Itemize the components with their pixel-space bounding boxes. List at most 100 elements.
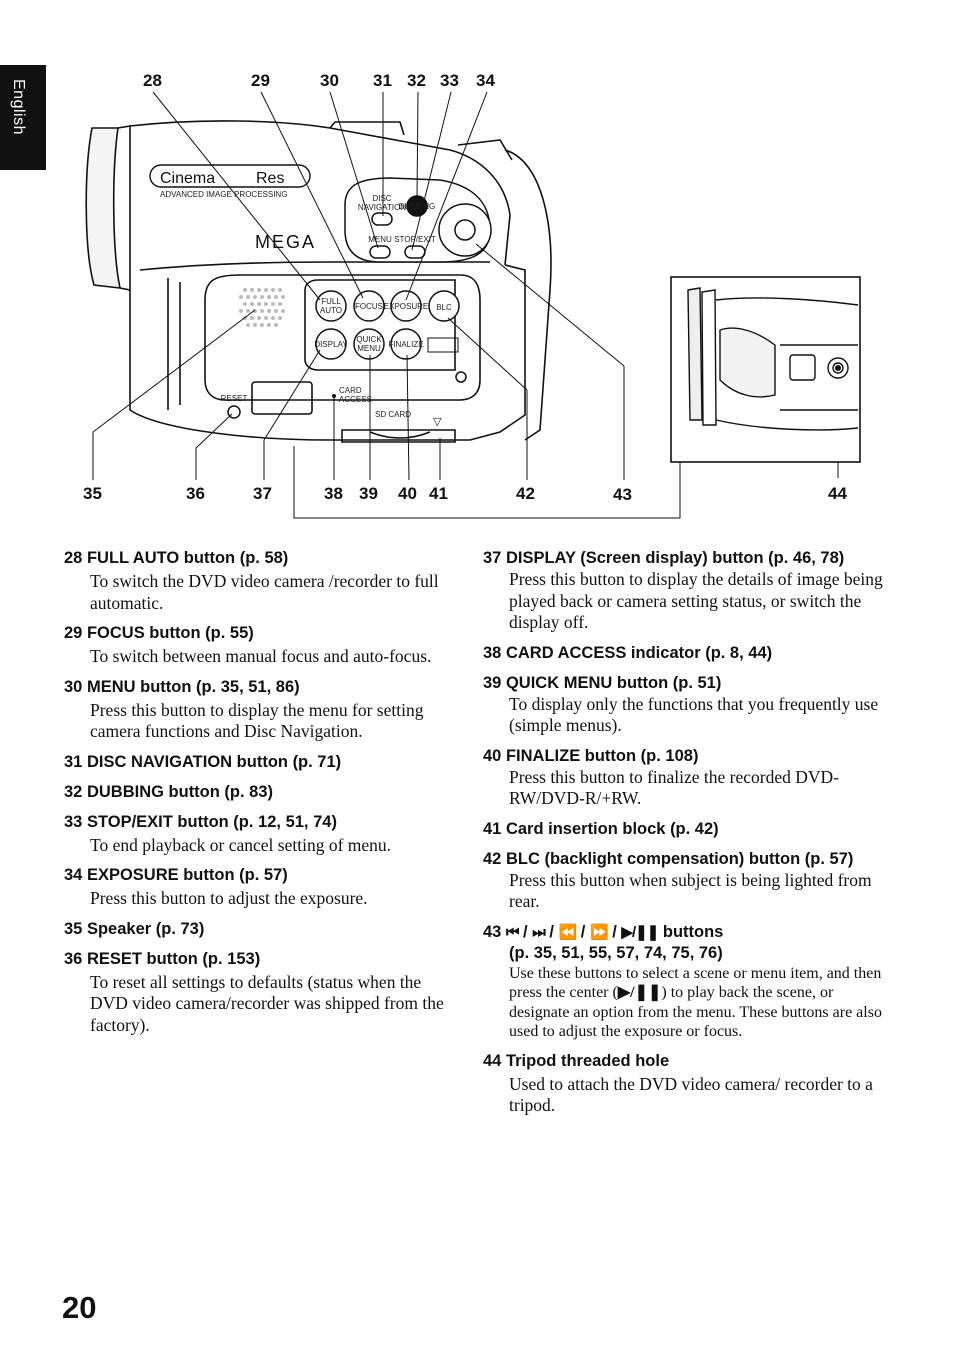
item-35: 35 Speaker (p. 73)	[64, 919, 205, 938]
indicator-dot	[455, 371, 467, 383]
joystick-center[interactable]	[454, 219, 476, 241]
item-34: 34 EXPOSURE button (p. 57) Press this bu…	[64, 865, 454, 910]
item-39-desc: To display only the functions that you f…	[509, 693, 879, 736]
brand-cinema: Cinema	[160, 170, 215, 187]
item-42-title: BLC (backlight compensation) button (p. …	[505, 849, 854, 868]
play-pause-icon: ▶/❚❚	[617, 984, 662, 1001]
callout-41: 41	[429, 484, 448, 503]
item-33-desc: To end playback or cancel setting of men…	[90, 834, 392, 855]
label-full: FULL	[321, 297, 341, 306]
callout-28: 28	[143, 71, 162, 90]
item-41-title: Card insertion block (p. 42)	[505, 819, 719, 838]
item-44-title: Tripod threaded hole	[505, 1051, 670, 1070]
item-37-title: DISPLAY (Screen display) button (p. 46, …	[505, 549, 845, 567]
item-43-pages: (p. 35, 51, 55, 57, 74, 75, 76)	[509, 943, 723, 962]
disc-navigation-button[interactable]	[371, 212, 393, 226]
right-column: 37 DISPLAY (Screen display) button (p. 4…	[483, 548, 883, 1126]
callout-39: 39	[359, 484, 378, 503]
item-29: 29 FOCUS button (p. 55) To switch betwee…	[64, 623, 454, 668]
callout-38: 38	[324, 484, 343, 503]
label-disc: DISC	[372, 194, 391, 203]
label-menu-top: MENU	[368, 235, 392, 244]
item-34-desc: Press this button to adjust the exposure…	[90, 888, 368, 908]
label-menu: MENU	[357, 344, 381, 353]
item-33-title: STOP/EXIT button (p. 12, 51, 74)	[86, 812, 337, 831]
page-number: 20	[62, 1290, 97, 1325]
focus-button[interactable]	[353, 290, 385, 322]
item-38: 38 CARD ACCESS indicator (p. 8, 44)	[483, 643, 773, 662]
callout-33: 33	[440, 71, 459, 90]
callout-29: 29	[251, 71, 270, 90]
label-dubbing: DUBBING	[399, 202, 435, 211]
item-35-title: Speaker (p. 73)	[86, 919, 205, 938]
item-39-title: QUICK MENU button (p. 51)	[505, 673, 722, 692]
item-33: 33 STOP/EXIT button (p. 12, 51, 74) To e…	[64, 812, 454, 857]
skip-back-icon: ⏮	[505, 923, 519, 941]
eject-triangle-icon: ▽	[433, 416, 442, 428]
item-28-desc: To switch the DVD video camera /recorder…	[90, 571, 439, 613]
label-card: CARD	[339, 386, 362, 395]
item-43: 43 ⏮ / ⏭ / ⏪ / ⏩ / ▶/❚❚ buttons (p. 35, …	[483, 922, 882, 1041]
top-control-cluster	[344, 177, 492, 263]
label-access: ACCESS	[339, 395, 372, 404]
cinema-res-badge: Cinema Res ADVANCED IMAGE PROCESSING MEG…	[149, 164, 316, 252]
item-37: 37 DISPLAY (Screen display) button (p. 4…	[483, 549, 883, 632]
callout-40: 40	[398, 484, 417, 503]
item-29-title: FOCUS button (p. 55)	[86, 624, 254, 642]
callout-30: 30	[320, 71, 339, 90]
item-31-title: DISC NAVIGATION button (p. 71)	[86, 752, 342, 771]
label-reset: RESET	[221, 394, 248, 403]
callout-42: 42	[516, 484, 535, 503]
label-auto: AUTO	[320, 306, 342, 315]
item-32-title: DUBBING button (p. 83)	[86, 782, 274, 801]
item-37-desc: Press this button to display the details…	[509, 569, 883, 632]
item-36-title: RESET button (p. 153)	[86, 949, 261, 968]
item-42: 42 BLC (backlight compensation) button (…	[483, 849, 883, 913]
blc-button[interactable]	[428, 290, 460, 322]
callout-44: 44	[828, 484, 847, 503]
language-tab: English	[0, 65, 46, 170]
callout-34: 34	[476, 71, 495, 90]
item-44: 44 Tripod threaded hole Used to attach t…	[483, 1051, 883, 1117]
item-31: 31 DISC NAVIGATION button (p. 71)	[64, 752, 342, 771]
item-44-desc: Used to attach the DVD video camera/ rec…	[509, 1073, 873, 1116]
item-30-title: MENU button (p. 35, 51, 86)	[86, 677, 300, 696]
quick-menu-button[interactable]	[353, 328, 385, 360]
callout-31: 31	[373, 71, 392, 90]
exposure-button[interactable]	[390, 290, 422, 322]
finalize-button[interactable]	[390, 328, 422, 360]
item-36: 36 RESET button (p. 153) To reset all se…	[64, 949, 454, 1037]
full-auto-button[interactable]	[315, 290, 347, 322]
item-29-desc: To switch between manual focus and auto-…	[90, 646, 432, 666]
dolby-logo	[427, 337, 459, 353]
brand-res: Res	[256, 170, 284, 187]
brand-mega: MEGA	[255, 232, 316, 252]
item-34-title: EXPOSURE button (p. 57)	[86, 866, 288, 884]
stop-exit-button[interactable]	[404, 245, 426, 259]
display-button[interactable]	[315, 328, 347, 360]
fast-forward-icon: ⏩	[589, 923, 609, 941]
item-41: 41 Card insertion block (p. 42)	[483, 819, 719, 838]
callout-35: 35	[83, 484, 102, 503]
item-42-desc: Press this button when subject is being …	[509, 869, 872, 912]
label-navigation: NAVIGATION	[358, 203, 406, 212]
callout-37: 37	[253, 484, 272, 503]
card-access-lamp	[332, 394, 336, 398]
item-28: 28 FULL AUTO button (p. 58) To switch th…	[64, 548, 454, 614]
item-38-title: CARD ACCESS indicator (p. 8, 44)	[505, 643, 773, 662]
item-40: 40 FINALIZE button (p. 108) Press this b…	[483, 746, 883, 810]
item-39: 39 QUICK MENU button (p. 51) To display …	[483, 673, 883, 737]
skip-forward-icon: ⏭	[532, 923, 545, 941]
label-exposure: EXPOSURE	[384, 302, 428, 311]
item-30: 30 MENU button (p. 35, 51, 86) Press thi…	[64, 677, 454, 743]
callout-36: 36	[186, 484, 205, 503]
callout-43: 43	[613, 485, 632, 504]
language-tab-label: English	[10, 79, 27, 135]
item-30-desc: Press this button to display the menu fo…	[90, 699, 424, 742]
item-36-desc: To reset all settings to defaults (statu…	[90, 971, 444, 1035]
menu-button[interactable]	[369, 245, 391, 259]
item-32: 32 DUBBING button (p. 83)	[64, 782, 274, 801]
label-sd-card: SD CARD	[375, 410, 411, 419]
speaker-grille	[239, 288, 285, 327]
camcorder-diagram: 28 29 30 31 32 33 34 35 36 37 38 39 40 4…	[83, 71, 861, 519]
